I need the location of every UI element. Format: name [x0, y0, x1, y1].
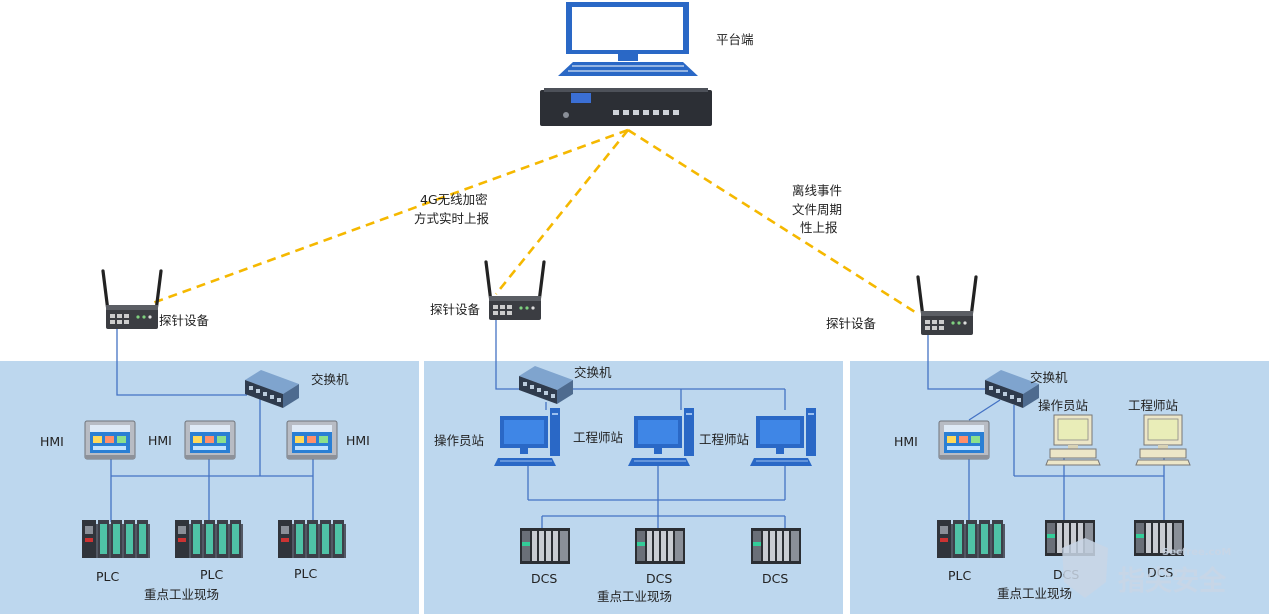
- zone-1-hmi-1-label: HMI: [40, 434, 64, 449]
- zone-2-dcs-3-label: DCS: [762, 571, 788, 586]
- uplink-zone-2: [494, 129, 630, 295]
- zone-3-operator-station-icon: [1045, 414, 1101, 466]
- zone-3-wiring: [927, 333, 1165, 522]
- zone-2-operator-station-label: 操作员站: [434, 433, 484, 448]
- zone-1-hmi-3-icon: [286, 420, 338, 460]
- zone-1-probe-label: 探针设备: [159, 313, 210, 328]
- zone-1-plc-2-icon: [175, 520, 243, 558]
- zone-1-plc-3-label: PLC: [294, 566, 318, 581]
- zone-3-switch-label: 交换机: [1030, 370, 1068, 385]
- zone-2-engineer-station-1-label: 工程师站: [573, 430, 623, 445]
- zone-1-plc-2-label: PLC: [200, 567, 224, 582]
- zone-2-engineer-station-2-label: 工程师站: [699, 432, 749, 447]
- zone-3-plc-label: PLC: [948, 568, 972, 583]
- realtime-note-line-1: 4G无线加密: [420, 192, 488, 207]
- zone-3-probe-label: 探针设备: [826, 316, 877, 331]
- platform-label: 平台端: [716, 32, 754, 47]
- watermark-site: Secfree.coM: [1162, 547, 1231, 558]
- zone-1-hmi-2-icon: [184, 420, 236, 460]
- offline-note-line-3: 性上报: [800, 220, 838, 235]
- zone-3-probe-device: [916, 275, 978, 337]
- zone-2-dcs-1-icon: [520, 528, 570, 564]
- zone-2-site-label: 重点工业现场: [597, 589, 672, 604]
- platform-monitor-icon: [558, 2, 698, 76]
- zone-1-switch-label: 交换机: [311, 372, 349, 387]
- shield-icon: [1062, 538, 1108, 598]
- zone-2-dcs-2-label: DCS: [646, 571, 672, 586]
- uplink-zone-3: [627, 128, 916, 314]
- zone-2-dcs-3-icon: [751, 528, 801, 564]
- zone-2-wiring: [495, 318, 786, 528]
- zone-3-engineer-station-icon: [1135, 414, 1191, 466]
- zone-1-plc-1-label: PLC: [96, 569, 120, 584]
- server-icon: [540, 88, 712, 126]
- zone-1-plc-3-icon: [278, 520, 346, 558]
- zone-2-background: [424, 361, 843, 614]
- zone-3-hmi-icon: [938, 420, 990, 460]
- zone-3-operator-station-label: 操作员站: [1038, 398, 1088, 413]
- zone-2-dcs-2-icon: [635, 528, 685, 564]
- zone-1-probe-device: [101, 269, 163, 331]
- zone-2-probe-label: 探针设备: [430, 302, 481, 317]
- zone-3-plc-icon: [937, 520, 1005, 558]
- zone-1-wiring: [110, 326, 314, 522]
- zone-1-hmi-2-label: HMI: [148, 433, 172, 448]
- zone-3-background: [850, 361, 1269, 614]
- watermark-brand: 指尖安全: [1118, 565, 1227, 597]
- zone-2-switch-label: 交换机: [574, 365, 612, 380]
- watermark: Secfree.coM 指尖安全: [1062, 538, 1231, 598]
- uplink-zone-1: [149, 128, 629, 306]
- zone-2-dcs-1-label: DCS: [531, 571, 557, 586]
- offline-note-line-2: 文件周期: [792, 202, 842, 217]
- wireless-uplinks: [149, 128, 916, 314]
- zone-1-site-label: 重点工业现场: [144, 587, 219, 602]
- offline-note-line-1: 离线事件: [792, 183, 842, 198]
- zone-3-hmi-label: HMI: [894, 434, 918, 449]
- zone-3-site-label: 重点工业现场: [997, 586, 1072, 601]
- zone-1-hmi-3-label: HMI: [346, 433, 370, 448]
- zone-1-plc-1-icon: [82, 520, 150, 558]
- realtime-note-line-2: 方式实时上报: [414, 211, 490, 226]
- zone-1-hmi-1-icon: [84, 420, 136, 460]
- zone-3-engineer-station-label: 工程师站: [1128, 398, 1178, 413]
- zone-3-dcs-2-label: DCS: [1147, 565, 1173, 580]
